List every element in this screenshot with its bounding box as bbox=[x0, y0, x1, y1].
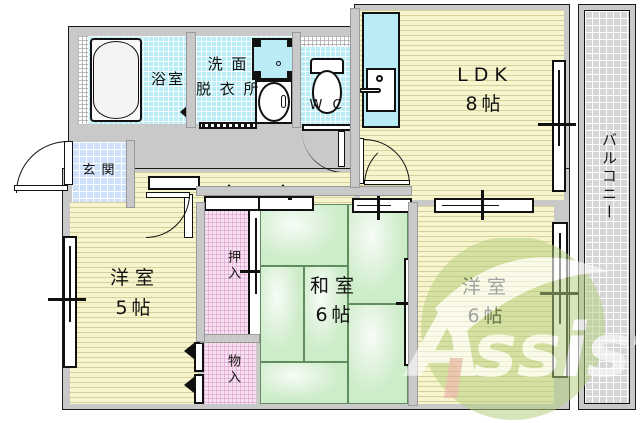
wm-corner-tl bbox=[254, 40, 261, 47]
toilet-bowl bbox=[312, 70, 342, 114]
wall-genkan-right bbox=[126, 140, 135, 208]
bath-door-arrow-icon bbox=[180, 104, 189, 120]
wm-corner-br bbox=[287, 71, 294, 78]
yoshitsu-west-door-threshold bbox=[146, 192, 190, 198]
washbasin-tap-icon bbox=[281, 95, 286, 108]
monoire-handle-lower-icon bbox=[184, 377, 194, 393]
yoshitsu-east-north-door-tick bbox=[481, 190, 484, 220]
tatami-mat-4 bbox=[260, 362, 348, 404]
room-balcony bbox=[584, 10, 630, 404]
kitchen-sink-spout-icon bbox=[359, 88, 381, 93]
room-monoire bbox=[204, 342, 256, 404]
monoire-door-upper[interactable] bbox=[194, 342, 204, 372]
wall-sep-oshiire-monoire bbox=[200, 334, 260, 343]
tatami-mat-6 bbox=[348, 304, 408, 404]
room-yoshitsu-west bbox=[70, 202, 198, 404]
ldk-balcony-window[interactable] bbox=[552, 60, 566, 192]
room-oshiire bbox=[204, 206, 256, 336]
yoshitsu-west-window[interactable] bbox=[63, 236, 77, 368]
hall-closet-door-3[interactable] bbox=[288, 196, 292, 200]
hall-closet-door-1[interactable] bbox=[204, 196, 260, 211]
washbasin bbox=[258, 82, 290, 122]
yoshitsu-west-window-tick bbox=[48, 298, 86, 301]
washitsu-north-sliding-door[interactable] bbox=[352, 198, 412, 213]
tatami-mat-1 bbox=[260, 204, 348, 266]
ldk-window-tick bbox=[538, 123, 576, 126]
corridor-sliding-panel[interactable] bbox=[148, 176, 200, 190]
yoshitsu-east-balcony-window[interactable] bbox=[552, 222, 568, 378]
wm-drain-icon bbox=[276, 61, 281, 66]
room-yoshitsu-east bbox=[418, 206, 554, 404]
washroom-door-louver-icon bbox=[202, 124, 254, 127]
wm-corner-bl bbox=[254, 71, 261, 78]
yoshitsu-east-north-door[interactable] bbox=[434, 198, 534, 213]
wall-sep-washitsu-east bbox=[408, 202, 418, 406]
monoire-door-lower[interactable] bbox=[194, 374, 204, 404]
wm-corner-tr bbox=[287, 40, 294, 47]
tatami-mat-3 bbox=[304, 266, 348, 362]
wall-sep-hall-washitsu bbox=[196, 186, 412, 196]
washitsu-north-door-tick bbox=[377, 190, 380, 220]
entrance-door-open-leaf bbox=[14, 185, 68, 191]
wall-sep-west-oshiire bbox=[196, 202, 205, 342]
wall-sep-ldk-wc bbox=[350, 8, 360, 188]
hall-closet-door-2[interactable] bbox=[258, 196, 314, 211]
ldk-door-threshold bbox=[364, 180, 410, 185]
wall-sep-washroom-wc bbox=[292, 32, 301, 128]
wall-sep-bath-washroom bbox=[186, 32, 196, 128]
room-genkan bbox=[72, 142, 126, 208]
oshiire-door-tick bbox=[240, 270, 278, 273]
tatami-mat-2 bbox=[260, 266, 304, 362]
kitchen-faucet-icon bbox=[376, 75, 383, 82]
yoshitsu-east-window-tick bbox=[540, 292, 578, 295]
bath-wall-tile bbox=[78, 36, 88, 124]
wc-door[interactable] bbox=[302, 124, 352, 131]
monoire-handle-upper-icon bbox=[184, 343, 194, 359]
bathtub-inner bbox=[93, 41, 139, 119]
tatami-mat-5 bbox=[348, 204, 408, 304]
wc-top-tile bbox=[300, 36, 354, 46]
